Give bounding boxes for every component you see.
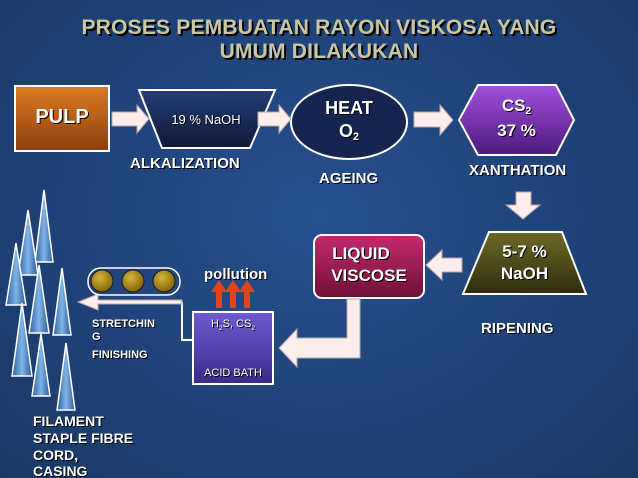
acid-s-sub: 2 (251, 325, 256, 332)
product-cord: CORD, (33, 447, 79, 463)
viscose-label: VISCOSE (331, 266, 407, 285)
acid-h: H (210, 318, 219, 330)
fibre-spikes (5, 189, 76, 411)
stretching-line (181, 302, 192, 341)
product-filament: FILAMENT (33, 413, 104, 429)
acid-s: S, CS (222, 318, 252, 330)
fibre-spike-8 (56, 342, 76, 411)
fibre-spike-2 (17, 209, 39, 276)
ageing-label: AGEING (319, 170, 379, 187)
arrow-pulp-to-alkalization (111, 103, 150, 135)
arrow-ageing-to-xanthation (413, 103, 454, 137)
pollution-arrows (211, 280, 255, 308)
product-casing: CASING (33, 463, 88, 478)
roller-3 (152, 269, 176, 293)
pulp-box (14, 85, 110, 152)
oxygen-label: O2 (291, 121, 407, 143)
fibre-spike-3 (5, 242, 27, 306)
acid-bath-box (192, 311, 274, 385)
alkalization-label: ALKALIZATION (130, 155, 240, 172)
finishing-label: FINISHING (92, 349, 148, 361)
fibre-spike-6 (11, 302, 33, 377)
acid-bath-label: ACID BATH (204, 367, 262, 379)
oxygen-subscript: 2 (353, 131, 360, 143)
title-line-1: PROSES PEMBUATAN RAYON VISKOSA YANG (81, 16, 557, 39)
ageing-ellipse (290, 84, 408, 160)
fibre-spike-4 (28, 264, 50, 334)
stretching-label-2: G (92, 331, 101, 343)
cs-label: CS2 (459, 96, 574, 117)
roller-2 (121, 269, 145, 293)
fibre-spike-1 (34, 189, 54, 263)
acid-h-sub: 2 (218, 325, 223, 332)
xanthation-hexagon (457, 84, 576, 156)
ripening-shape (461, 231, 588, 295)
liquid-viscose-box (313, 234, 425, 299)
fibre-spike-5 (52, 267, 72, 336)
pollution-arrow-1 (211, 280, 227, 308)
roller-1 (90, 269, 114, 293)
pollution-arrow-3 (239, 280, 255, 308)
ripening-label: RIPENING (481, 320, 554, 337)
arrow-viscose-to-acid-bath (278, 298, 361, 369)
title-line-2: UMUM DILAKUKAN (219, 40, 419, 63)
arrow-alkalization-to-ageing (257, 103, 292, 135)
fibre-spike-7 (31, 333, 51, 397)
pulp-label: PULP (35, 106, 89, 128)
arrow-xanthation-to-ripening (504, 191, 542, 220)
product-staple-fibre: STAPLE FIBRE (33, 430, 134, 446)
alkalization-shape (137, 89, 277, 149)
ripening-top: 5-7 % (502, 242, 547, 261)
stretching-arrow (76, 293, 183, 311)
ripening-bottom: NaOH (500, 264, 549, 283)
cs-symbol: CS (501, 96, 526, 115)
rollers (87, 267, 181, 296)
cs-percent: 37 % (497, 121, 536, 140)
oxygen-symbol: O (338, 121, 353, 141)
pollution-arrow-2 (225, 280, 241, 308)
liquid-label: LIQUID (332, 244, 390, 263)
heat-label: HEAT (325, 98, 373, 118)
stretching-label-1: STRETCHIN (92, 318, 155, 330)
alkalization-reagent: 19 % NaOH (171, 112, 241, 127)
xanthation-label: XANTHATION (469, 162, 567, 179)
arrow-ripening-to-viscose (425, 248, 463, 282)
acid-formula: H2S, CS2 (193, 318, 273, 332)
pollution-label: pollution (204, 266, 268, 283)
cs-subscript: 2 (525, 106, 532, 117)
